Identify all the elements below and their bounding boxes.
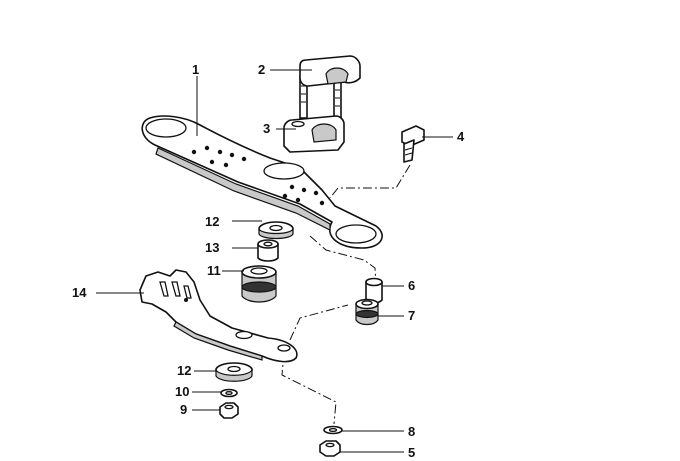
part-3-lower-clamp: [283, 115, 345, 153]
callout-labels: 1 2 3 4 5 6 7 8 9 10 11 12 12 13 14: [72, 62, 465, 460]
callout-9: 9: [180, 402, 187, 417]
leader-lines: [96, 69, 453, 453]
callout-3: 3: [263, 121, 270, 136]
part-5-nut: [319, 440, 341, 457]
assembly-guide-lines: [281, 164, 411, 425]
callout-12-lower: 12: [177, 363, 191, 378]
part-12-upper-washer: [258, 221, 294, 240]
part-8-washer: [323, 425, 343, 435]
callout-4: 4: [457, 129, 465, 144]
callout-2: 2: [258, 62, 265, 77]
part-10-small-washer: [220, 388, 238, 398]
guide-line-bolt: [329, 164, 411, 199]
part-7-rubber-bush: [355, 298, 379, 326]
callout-8: 8: [408, 424, 415, 439]
part-14-lower-bracket: [139, 269, 298, 363]
callout-13: 13: [205, 240, 219, 255]
callout-14: 14: [72, 285, 87, 300]
callout-10: 10: [175, 384, 189, 399]
part-13-sleeve: [257, 239, 279, 262]
callout-5: 5: [408, 445, 415, 460]
part-4-bolt: [401, 125, 425, 163]
part-9-nut: [219, 402, 239, 419]
large-hole-center: [263, 162, 305, 180]
part-12-lower-washer: [215, 362, 253, 382]
callout-7: 7: [408, 308, 415, 323]
callout-11: 11: [207, 263, 221, 278]
guide-line-to-nut: [281, 352, 337, 425]
part-6-spacer: [365, 277, 383, 304]
guide-line-lower-bracket: [289, 304, 349, 341]
callout-12-upper: 12: [205, 214, 219, 229]
part-2-upper-clamp: [299, 55, 361, 121]
part-1-upper-bracket: [141, 115, 383, 249]
part-11-rubber-bush: [241, 265, 277, 303]
large-hole-left: [145, 118, 187, 138]
callout-6: 6: [408, 278, 415, 293]
callout-1: 1: [192, 62, 199, 77]
large-hole-right: [335, 224, 377, 244]
